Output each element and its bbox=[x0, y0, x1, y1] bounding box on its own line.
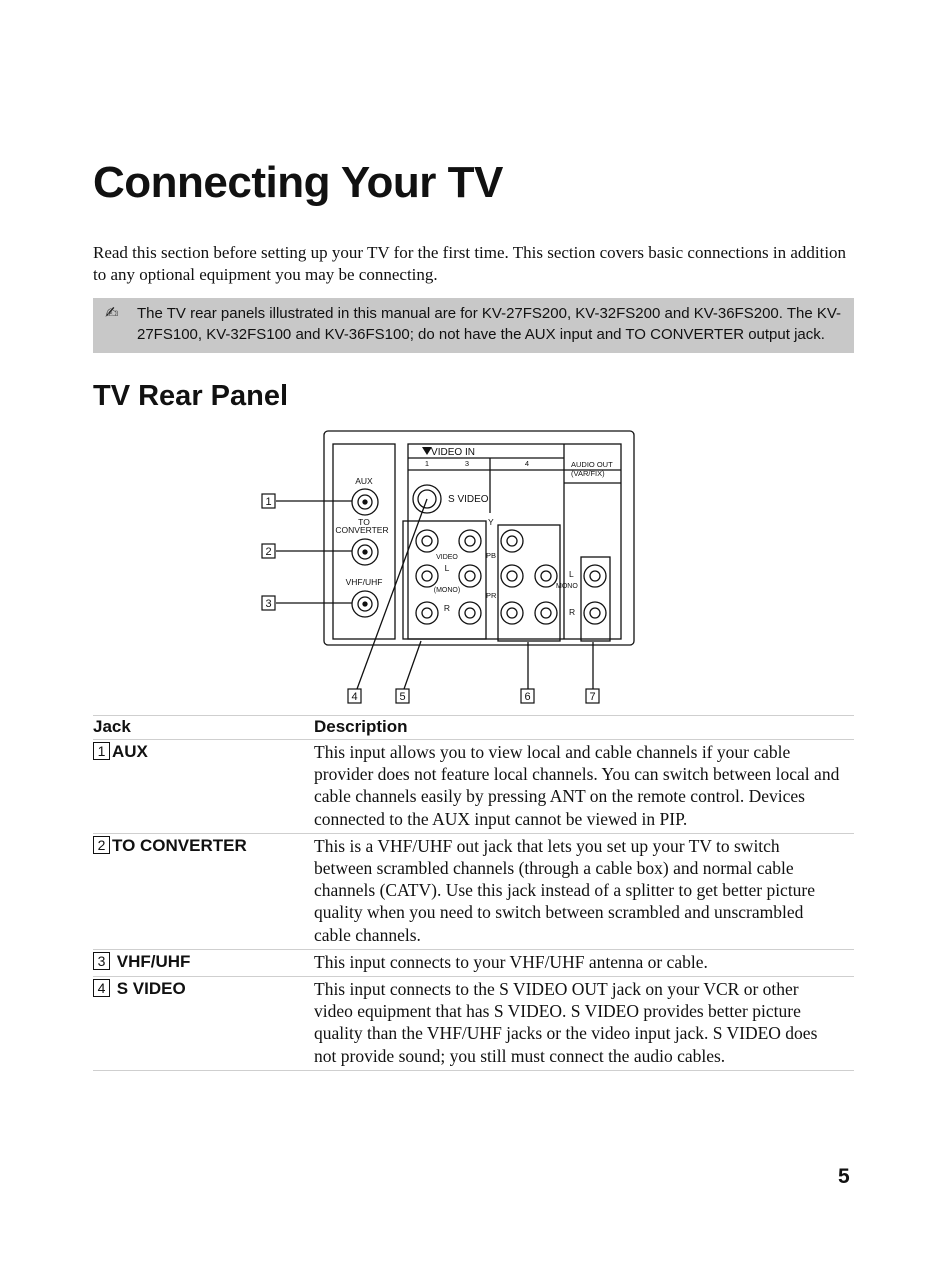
jack-number: 4 bbox=[93, 979, 110, 998]
callout-1: 1 bbox=[265, 496, 271, 508]
jack-number: 1 bbox=[93, 742, 110, 760]
y-label: Y bbox=[488, 517, 494, 527]
page-number: 5 bbox=[838, 1165, 850, 1188]
description-cell: This input connects to the S VIDEO OUT j… bbox=[314, 976, 854, 1071]
callout-3: 3 bbox=[265, 598, 271, 610]
panel-outline bbox=[323, 430, 635, 646]
audio-out-label: AUDIO OUT bbox=[571, 460, 613, 469]
jack-name: S VIDEO bbox=[116, 979, 186, 999]
jack-name: AUX bbox=[112, 742, 148, 761]
mono-label: (MONO) bbox=[434, 587, 460, 594]
component-group bbox=[497, 524, 561, 642]
description-cell: This input allows you to view local and … bbox=[314, 739, 854, 834]
jack-cell: 3 VHF/UHF bbox=[93, 949, 314, 978]
description-cell: This input connects to your VHF/UHF ante… bbox=[314, 949, 854, 978]
jack-number: 2 bbox=[93, 835, 110, 854]
rear-panel-svg: VIDEO IN 1 3 4 AUDIO OUT (VAR/FIX) AUX T… bbox=[261, 430, 635, 704]
callout-7: 7 bbox=[589, 691, 595, 703]
jack-column-header: Jack bbox=[93, 715, 314, 740]
audio-mono-label: MONO bbox=[556, 583, 578, 590]
section-title: TV Rear Panel bbox=[93, 380, 289, 412]
s-video-arrow-icon bbox=[422, 447, 432, 455]
callout-4: 4 bbox=[351, 691, 357, 703]
aux-label: AUX bbox=[355, 476, 373, 486]
pr-label: PR bbox=[486, 591, 497, 600]
description-cell: This is a VHF/UHF out jack that lets you… bbox=[314, 833, 854, 950]
callout-5: 5 bbox=[399, 691, 405, 703]
table-header-row: Jack Description bbox=[93, 715, 854, 740]
audio-out-group bbox=[580, 556, 611, 642]
jack-cell: 4 S VIDEO bbox=[93, 976, 314, 1071]
note-text: The TV rear panels illustrated in this m… bbox=[137, 305, 842, 343]
video-section bbox=[407, 443, 622, 640]
col-4-label: 4 bbox=[525, 459, 529, 468]
jack-number: 3 bbox=[93, 951, 110, 970]
pencil-note-icon: ✍ bbox=[105, 303, 119, 322]
video-in-label: VIDEO IN bbox=[431, 447, 475, 458]
col-3-label: 3 bbox=[465, 459, 469, 468]
video-label: VIDEO bbox=[436, 554, 458, 561]
r-label: R bbox=[444, 603, 450, 613]
s-video-label: S VIDEO bbox=[448, 494, 489, 505]
table-row: 4 S VIDEO This input connects to the S V… bbox=[93, 976, 854, 1071]
intro-paragraph: Read this section before setting up your… bbox=[93, 243, 847, 284]
audio-r-label: R bbox=[569, 607, 575, 617]
jack-name: VHF/UHF bbox=[116, 951, 191, 971]
l-label: L bbox=[445, 563, 450, 573]
jack-name: TO CONVERTER bbox=[112, 835, 247, 855]
audio-l-label: L bbox=[569, 569, 574, 579]
note-box: ✍ The TV rear panels illustrated in this… bbox=[93, 298, 854, 353]
antenna-section bbox=[332, 443, 396, 640]
var-fix-label: (VAR/FIX) bbox=[571, 469, 605, 478]
to-label: TO bbox=[358, 517, 370, 527]
callout-2: 2 bbox=[265, 546, 271, 558]
description-column-header: Description bbox=[314, 715, 854, 740]
page-title: Connecting Your TV bbox=[93, 158, 503, 207]
col-1-label: 1 bbox=[425, 459, 429, 468]
vhf-uhf-label: VHF/UHF bbox=[346, 577, 383, 587]
converter-label: CONVERTER bbox=[335, 525, 388, 535]
callout-6: 6 bbox=[524, 691, 530, 703]
pb-label: PB bbox=[486, 551, 496, 560]
table-row: 3 VHF/UHF This input connects to your VH… bbox=[93, 949, 854, 978]
rear-panel-diagram: VIDEO IN 1 3 4 AUDIO OUT (VAR/FIX) AUX T… bbox=[250, 425, 650, 714]
video-1-group bbox=[402, 520, 487, 640]
